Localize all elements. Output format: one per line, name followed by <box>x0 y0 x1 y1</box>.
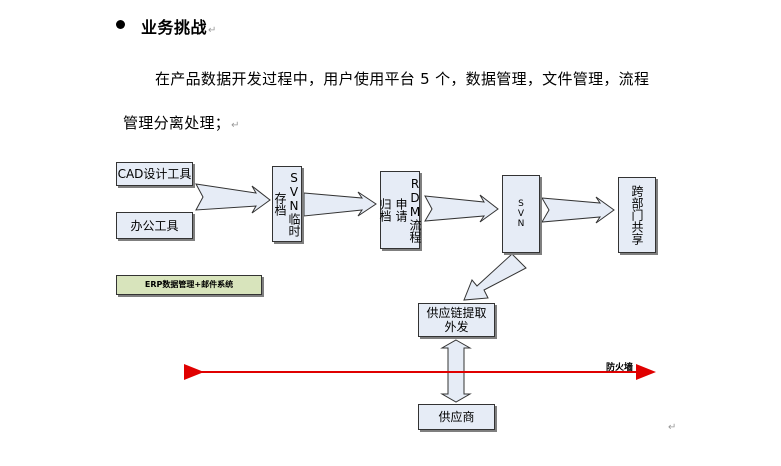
paragraph-line-2: 管理分离处理；↵ <box>123 112 240 133</box>
cad-tools-label: CAD设计工具 <box>117 167 192 181</box>
paragraph-mark-icon: ↵ <box>231 120 240 131</box>
cross-dept-share-label: 跨部门共享 <box>630 185 644 245</box>
paragraph-line-2-text: 管理分离处理； <box>123 114 231 132</box>
erp-mail-system-box: ERP数据管理+邮件系统 <box>116 275 262 295</box>
paragraph-line-1: 在产品数据开发过程中，用户使用平台 5 个，数据管理，文件管理，流程 <box>155 70 650 88</box>
svn-label: SVN <box>516 199 526 229</box>
supplier-box: 供应商 <box>418 404 495 430</box>
paragraph-mark-icon: ↵ <box>668 422 677 433</box>
arrow-svn-to-cross-dept <box>541 196 615 224</box>
arrow-tools-to-svn-temp <box>195 183 271 214</box>
svn-temp-archive-box: SVN临时存档 <box>272 166 302 242</box>
arrow-svn-temp-to-rdm <box>303 191 377 217</box>
rdm-process-label-1: RDM流程申请 <box>394 177 422 243</box>
rdm-process-box: RDM流程申请 归档 <box>378 171 422 249</box>
office-tools-box: 办公工具 <box>116 212 193 239</box>
section-heading: 业务挑战↵ <box>141 14 217 38</box>
svn-box: SVN <box>502 175 540 253</box>
office-tools-label: 办公工具 <box>130 218 179 233</box>
svn-temp-archive-label: SVN临时存档 <box>273 171 301 237</box>
arrow-svn-to-supply-chain <box>463 253 527 301</box>
cad-tools-box: CAD设计工具 <box>116 162 193 186</box>
firewall-label: 防火墙 <box>606 363 634 373</box>
supply-chain-label: 供应链提取外发 <box>426 306 487 334</box>
supply-chain-box: 供应链提取外发 <box>418 303 495 337</box>
erp-mail-system-label: ERP数据管理+邮件系统 <box>144 280 234 289</box>
cross-dept-share-box: 跨部门共享 <box>618 177 656 253</box>
supplier-label: 供应商 <box>438 410 475 424</box>
arrow-rdm-to-svn <box>424 194 499 223</box>
bullet-icon <box>116 20 125 29</box>
paragraph-mark-icon: ↵ <box>208 25 217 36</box>
rdm-process-label-2: 归档 <box>378 198 392 222</box>
heading-title: 业务挑战 <box>141 18 208 37</box>
